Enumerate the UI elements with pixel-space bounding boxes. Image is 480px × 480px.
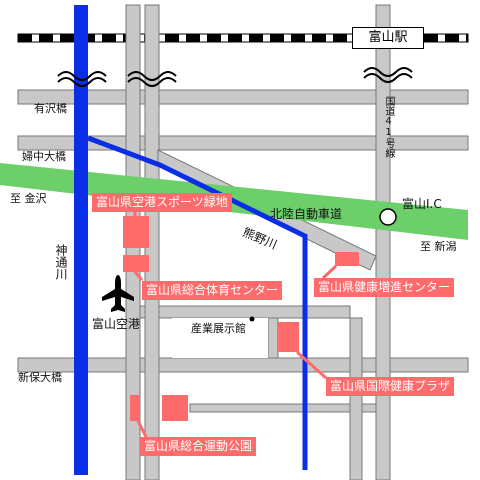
interchange-label: 富山I.C: [402, 197, 442, 211]
facility-block-park-left: [130, 395, 140, 421]
facility-label-general-gym-center: 富山県総合体育センター: [142, 281, 283, 300]
leader-lines: [133, 212, 338, 438]
bridge-label-shinbo: 新保大橋: [18, 371, 62, 384]
railway-line: [17, 33, 469, 43]
bridge-label-arisawa: 有沢橋: [34, 102, 67, 115]
road-vertical-inner: [267, 317, 279, 359]
facility-label-general-sports-park: 富山県総合運動公園: [140, 437, 257, 456]
facility-label-international-health-plaza: 富山県国際健康プラザ: [326, 377, 455, 396]
road-route41: [375, 4, 391, 480]
river-jinzu: [74, 5, 88, 475]
facility-label-airport-sports-green: 富山県空港スポーツ緑地: [92, 193, 232, 212]
facility-block-airport-sports: [123, 216, 149, 248]
road-label-expressway: 北陸自動車道: [270, 207, 343, 221]
road-label-route41: 国道41号線: [383, 96, 394, 158]
river-kumano: [87, 135, 308, 470]
facility-label-health-promotion-center: 富山県健康増進センター: [314, 278, 455, 297]
direction-label-niigata: 至 新潟: [420, 240, 457, 253]
exhibition-hall-area: [172, 318, 268, 358]
facility-block-intl-plaza: [277, 322, 299, 352]
facility-block-health-center: [335, 252, 359, 266]
interchange-marker: [379, 208, 397, 226]
road-center: [129, 305, 351, 319]
bridge-label-funaka: 婦中大橋: [22, 150, 66, 163]
facility-blocks: [123, 216, 359, 421]
airplane-icon: [102, 275, 134, 312]
direction-label-kanazawa: 至 金沢: [10, 192, 47, 205]
airport-label: 富山空港: [92, 317, 141, 331]
river-label-jinzu: 神通川: [54, 244, 68, 280]
facility-block-gym-center: [123, 255, 149, 272]
station-label-box: 富山駅: [352, 27, 424, 49]
exhibition-hall-label: 産業展示館: [191, 322, 246, 335]
break-marks: [57, 67, 413, 87]
exhibition-hall-dot: [249, 316, 255, 322]
facility-block-park-right: [162, 395, 188, 421]
road-vertical-right: [349, 317, 363, 480]
